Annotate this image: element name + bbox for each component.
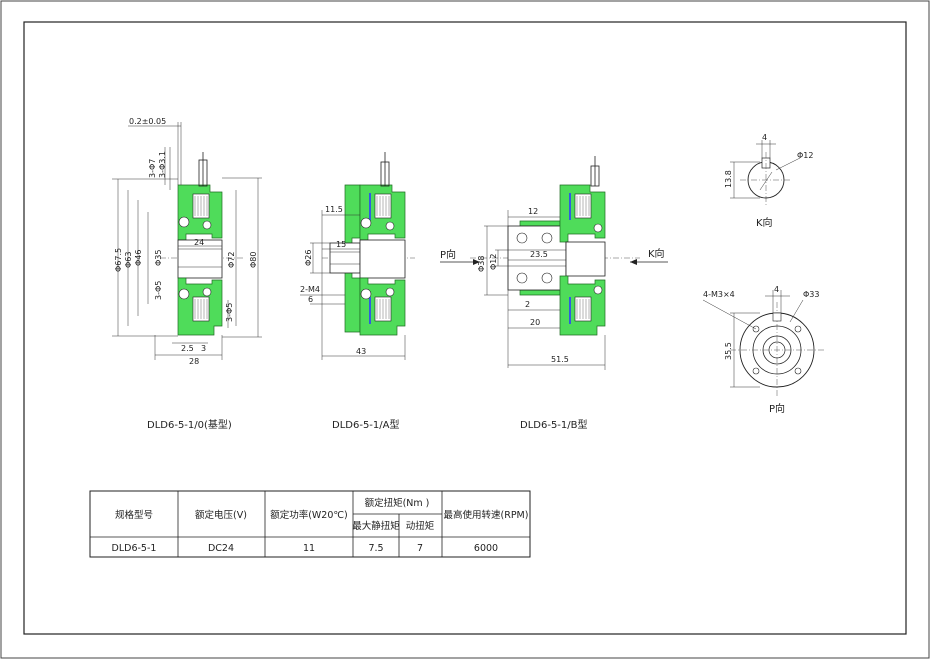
dim-20: 20	[530, 318, 540, 327]
dim-p-4: 4	[774, 285, 779, 294]
dim-15: 15	[336, 240, 346, 249]
dim-phi38: Φ38	[477, 256, 486, 272]
dim-phi67-5: Φ67.5	[114, 248, 123, 272]
caption-base-type: DLD6-5-1/0(基型)	[147, 418, 232, 431]
td-max-speed: 6000	[474, 543, 498, 554]
th-dynamic-torque: 动扭矩	[406, 520, 435, 532]
k-view-drawing: 4 Φ12 13.8 K向	[724, 133, 813, 229]
dim-2: 2	[525, 300, 530, 309]
spec-table: 规格型号 额定电压(V) 额定功率(W20℃) 额定扭矩(Nm ) 最大静扭矩 …	[89, 490, 531, 558]
dim-11-5: 11.5	[325, 205, 343, 214]
td-model: DLD6-5-1	[112, 543, 157, 554]
dim-bore-24: 24	[194, 238, 204, 247]
th-voltage: 额定电压(V)	[195, 509, 247, 521]
caption-p-view: P向	[769, 402, 785, 415]
base-type-drawing: 0.2±0.05 3-Φ7 3-Φ3.1 Φ67.5 Φ63 Φ46 Φ35 3…	[112, 117, 262, 431]
dim-k-13-8: 13.8	[724, 170, 733, 188]
dim-3-phi5-left: 3-Φ5	[154, 281, 163, 300]
caption-type-b: DLD6-5-1/B型	[520, 418, 588, 431]
dim-tolerance: 0.2±0.05	[129, 117, 166, 126]
th-power: 额定功率(W20℃)	[270, 509, 348, 521]
dim-2-5: 2.5	[181, 344, 194, 353]
dim-p-phi33: Φ33	[803, 290, 819, 299]
p-view-drawing: 4-M3×4 4 Φ33 35.5 P向	[702, 285, 826, 415]
dim-p-35-5: 35.5	[724, 342, 733, 360]
th-max-speed: 最高使用转速(RPM)	[444, 509, 529, 521]
th-model: 规格型号	[115, 509, 153, 521]
th-static-torque: 最大静扭矩	[352, 520, 400, 532]
dim-2-m4: 2-M4	[300, 285, 320, 294]
dim-12: 12	[528, 207, 538, 216]
dim-phi35: Φ35	[154, 250, 163, 266]
dim-k-4: 4	[762, 133, 767, 142]
dim-phi63: Φ63	[124, 252, 133, 268]
label-p-direction: P向	[440, 248, 456, 261]
dim-phi72: Φ72	[227, 252, 236, 268]
inner-frame	[23, 21, 907, 635]
td-static-torque: 7.5	[368, 543, 383, 554]
dim-51-5: 51.5	[551, 355, 569, 364]
dim-phi46: Φ46	[134, 250, 143, 266]
dim-phi80: Φ80	[249, 252, 258, 268]
dim-3-phi7: 3-Φ7	[148, 159, 157, 178]
dim-phi12: Φ12	[489, 254, 498, 270]
dim-3-phi3-1: 3-Φ3.1	[158, 151, 167, 178]
dim-23-5: 23.5	[530, 250, 548, 259]
dim-k-phi12: Φ12	[797, 151, 813, 160]
type-a-drawing: 11.5 Φ26 15 2-M4 6 43 DLD6-5-1/A型	[300, 152, 415, 431]
td-voltage: DC24	[208, 543, 234, 554]
type-b-drawing: P向 K向 12 Φ38 Φ12 23.5 2 20 51.5 DLD6-5-1…	[440, 156, 668, 431]
td-power: 11	[303, 543, 315, 554]
dim-p-4-m3x4: 4-M3×4	[703, 290, 735, 299]
label-k-direction: K向	[648, 247, 665, 260]
dim-6: 6	[308, 295, 313, 304]
td-dynamic-torque: 7	[417, 543, 423, 554]
dim-43: 43	[356, 347, 366, 356]
caption-k-view: K向	[756, 216, 773, 229]
dim-phi26: Φ26	[304, 250, 313, 266]
dim-28: 28	[189, 357, 199, 366]
dim-3-phi5-right: 3-Φ5	[225, 303, 234, 322]
th-torque: 额定扭矩(Nm )	[365, 497, 430, 509]
dim-3: 3	[201, 344, 206, 353]
caption-type-a: DLD6-5-1/A型	[332, 418, 400, 431]
